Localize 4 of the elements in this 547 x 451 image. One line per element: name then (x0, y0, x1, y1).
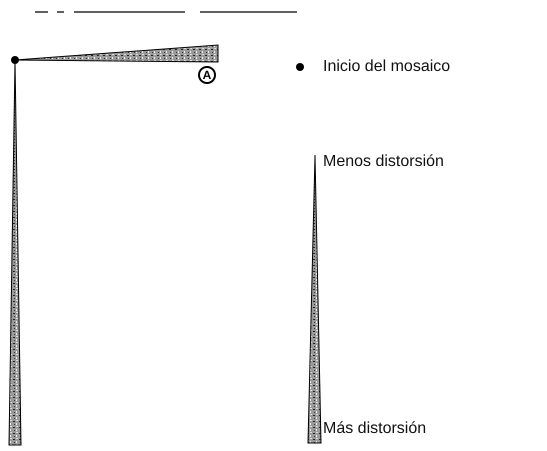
legend-text: Más distorsión (323, 420, 426, 438)
legend-text: Menos distorsión (323, 153, 444, 171)
callout-letter: A (198, 66, 216, 84)
legend-text: Inicio del mosaico (323, 58, 450, 76)
